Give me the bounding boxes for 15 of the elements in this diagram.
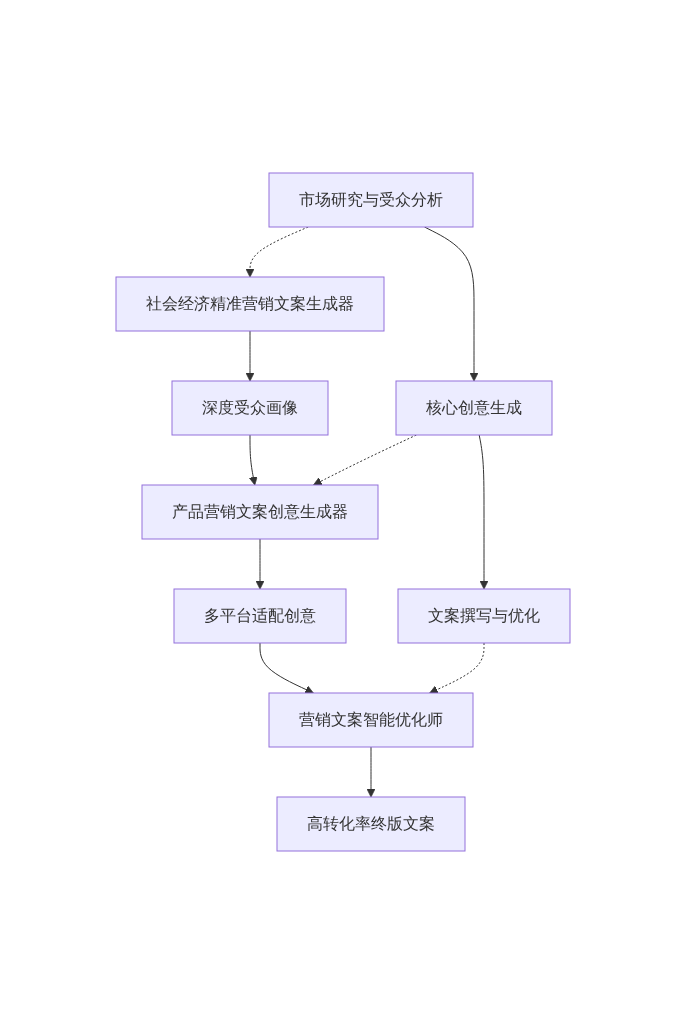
arrow <box>259 642 314 694</box>
arrow <box>255 538 265 590</box>
node-box: 市场研究与受众分析 <box>268 172 474 228</box>
node-box: 文案撰写与优化 <box>397 588 571 644</box>
node-box: 高转化率终版文案 <box>276 796 466 852</box>
node-box: 营销文案智能优化师 <box>268 692 474 748</box>
arrow <box>245 330 255 382</box>
arrow <box>248 434 258 486</box>
arrow <box>366 746 376 798</box>
node-box: 产品营销文案创意生成器 <box>141 484 379 540</box>
node-box: 深度受众画像 <box>171 380 329 436</box>
node-box: 多平台适配创意 <box>173 588 347 644</box>
node-box: 核心创意生成 <box>395 380 553 436</box>
arrow <box>478 434 489 590</box>
node-box: 社会经济精准营销文案生成器 <box>115 276 385 332</box>
